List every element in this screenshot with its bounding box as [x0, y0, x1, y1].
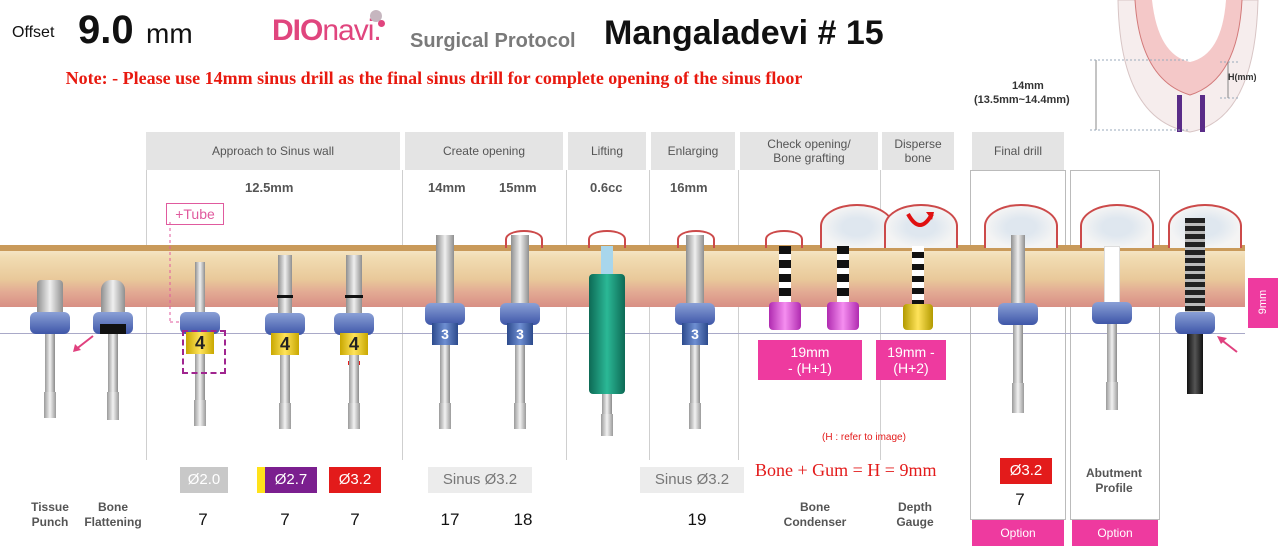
measure-approach: 12.5mm: [245, 180, 293, 195]
patient-title: Mangaladevi # 15: [604, 14, 884, 53]
drill-stop-4c: 4: [340, 333, 368, 355]
h-reference-note: (H : refer to image): [822, 432, 906, 443]
label-condenser-2: Condenser: [775, 515, 855, 530]
depth-number-7: 7: [1000, 490, 1040, 510]
gauge-depth-line2: (H+2): [876, 360, 946, 376]
condenser-depth-line1: 19mm: [758, 344, 862, 360]
height-formula: Bone + Gum = H = 9mm: [755, 460, 936, 481]
label-gauge-2: Gauge: [880, 515, 950, 530]
stage-check-line2: Bone grafting: [773, 151, 844, 165]
tube-highlight-box: [182, 330, 226, 374]
diameter-sinus-2: Sinus Ø3.2: [640, 467, 744, 493]
label-tissue-punch-2: Punch: [22, 515, 78, 530]
measure-enlarging: 16mm: [670, 180, 708, 195]
depth-number-3: 7: [335, 510, 375, 530]
final-drill-option-button[interactable]: Option: [972, 520, 1064, 546]
diameter-3-2: Ø3.2: [329, 467, 381, 493]
diameter-final: Ø3.2: [1000, 458, 1052, 484]
offset-label: Offset: [12, 24, 54, 42]
depth-number-1: 7: [183, 510, 223, 530]
diameter-2-0: Ø2.0: [180, 467, 228, 493]
label-gauge-1: Depth: [880, 500, 950, 515]
depth-number-6: 19: [677, 510, 717, 530]
h-mm-label: H(mm): [1228, 72, 1257, 82]
dionavi-logo: DIOnavi.: [272, 14, 381, 48]
stage-disperse-line2: bone: [905, 151, 932, 165]
stage-disperse-line1: Disperse: [894, 137, 941, 151]
graft-mound: [1168, 204, 1242, 248]
drill-stop-4b: 4: [271, 333, 299, 355]
condenser-depth-line2: - (H+1): [758, 360, 862, 376]
offset-value: 9.0: [78, 8, 134, 53]
label-abutment-1: Abutment: [1074, 466, 1154, 481]
divider: [146, 170, 147, 460]
pink-arrow-icon: [71, 334, 95, 354]
gauge-depth-box: 19mm -(H+2): [876, 340, 946, 380]
offset-unit: mm: [146, 18, 193, 50]
disperse-arrow-icon: [900, 210, 940, 236]
measure-create-1: 14mm: [428, 180, 466, 195]
graft-mound: [1080, 204, 1154, 248]
divider: [566, 170, 567, 460]
divider: [738, 170, 739, 460]
measure-create-2: 15mm: [499, 180, 537, 195]
divider: [649, 170, 650, 460]
depth-number-2: 7: [265, 510, 305, 530]
condenser-depth-box: 19mm- (H+1): [758, 340, 862, 380]
stage-lifting: Lifting: [568, 132, 646, 170]
gauge-depth-line1: 19mm -: [876, 344, 946, 360]
diameter-sinus-1: Sinus Ø3.2: [428, 467, 532, 493]
label-tissue-punch-1: Tissue: [22, 500, 78, 515]
label-condenser-1: Bone: [775, 500, 855, 515]
side-tab: 9mm: [1248, 278, 1278, 328]
abutment-option-button[interactable]: Option: [1072, 520, 1158, 546]
yellow-color-chip: [257, 467, 265, 493]
diameter-2-7: Ø2.7: [265, 467, 317, 493]
label-abutment-2: Profile: [1074, 481, 1154, 496]
stage-create-opening: Create opening: [405, 132, 563, 170]
side-tab-label: 9mm: [1257, 277, 1269, 327]
graft-mound: [820, 204, 894, 248]
label-bone-flat-2: Flattening: [78, 515, 148, 530]
stage-check-opening: Check opening/Bone grafting: [740, 132, 878, 170]
logo-dot-small-icon: [378, 20, 385, 27]
depth-number-5: 18: [503, 510, 543, 530]
implant-depth-diagram: [1080, 0, 1280, 135]
stage-final-drill: Final drill: [972, 132, 1064, 170]
label-bone-flat-1: Bone: [78, 500, 148, 515]
pink-arrow-icon-right: [1215, 334, 1239, 354]
drill-stop-3c: 3: [682, 323, 708, 345]
stage-check-line1: Check opening/: [767, 137, 850, 151]
subtitle: Surgical Protocol: [410, 30, 576, 53]
drill-stop-3: 3: [432, 323, 458, 345]
note-text: Note: - Please use 14mm sinus drill as t…: [14, 66, 854, 90]
depth-main-label: 14mm: [1012, 80, 1044, 92]
stage-approach: Approach to Sinus wall: [146, 132, 400, 170]
measure-lifting: 0.6cc: [590, 180, 623, 195]
stage-enlarging: Enlarging: [651, 132, 735, 170]
depth-number-4: 17: [430, 510, 470, 530]
depth-range-label: (13.5mm~14.4mm): [974, 94, 1070, 106]
drill-stop-3b: 3: [507, 323, 533, 345]
logo-dio: DIO: [272, 14, 322, 47]
divider: [402, 170, 403, 460]
